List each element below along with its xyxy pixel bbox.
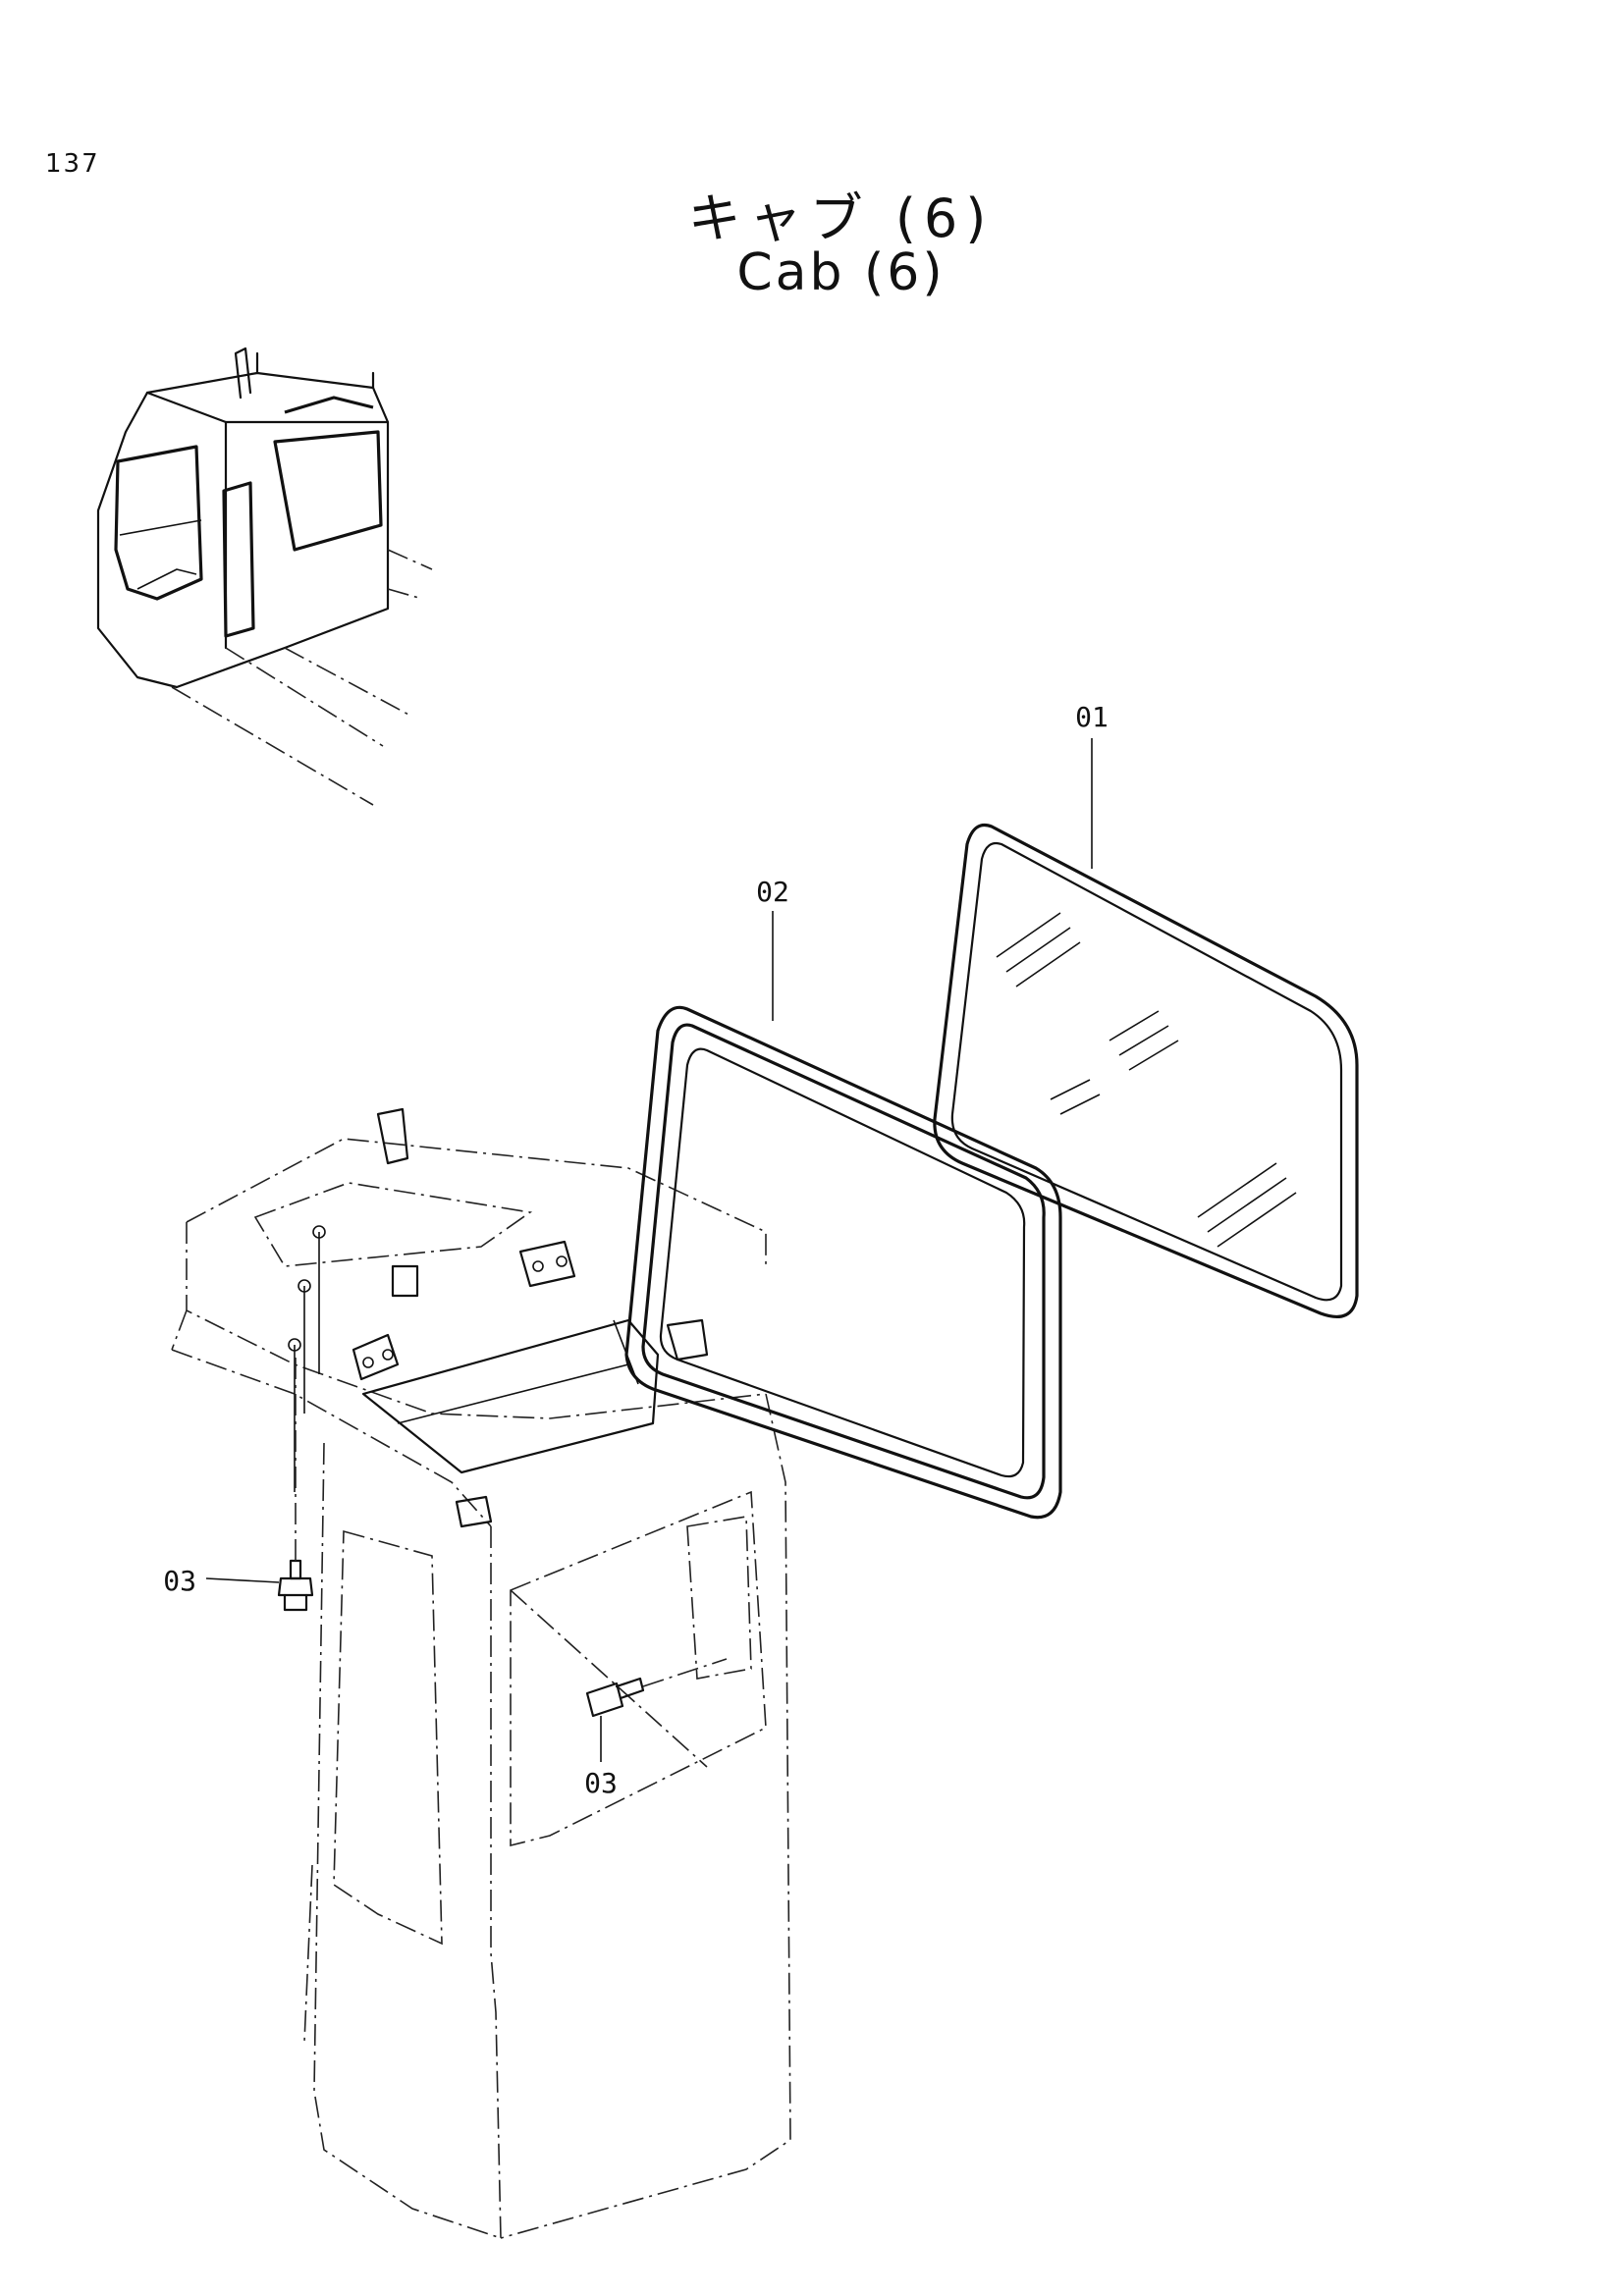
leader-line-03-left [205,1577,280,1583]
callout-02: 02 [756,876,789,908]
callout-03-right: 03 [584,1767,618,1799]
part-03-bolt-left [277,1355,314,1612]
callout-01: 01 [1075,701,1109,733]
cab-body [171,1107,791,2239]
part-03-bolt-right [585,1658,728,1718]
callout-03-left: 03 [163,1565,196,1597]
page-title-japanese: キャブ (6) [687,187,995,249]
part-01-window-glass [933,823,1359,1318]
cab-overview-thumbnail [96,347,433,806]
part-02-seal-frame [624,1005,1062,1520]
page-title-english: Cab (6) [736,243,946,302]
page-number: 137 [45,149,100,179]
